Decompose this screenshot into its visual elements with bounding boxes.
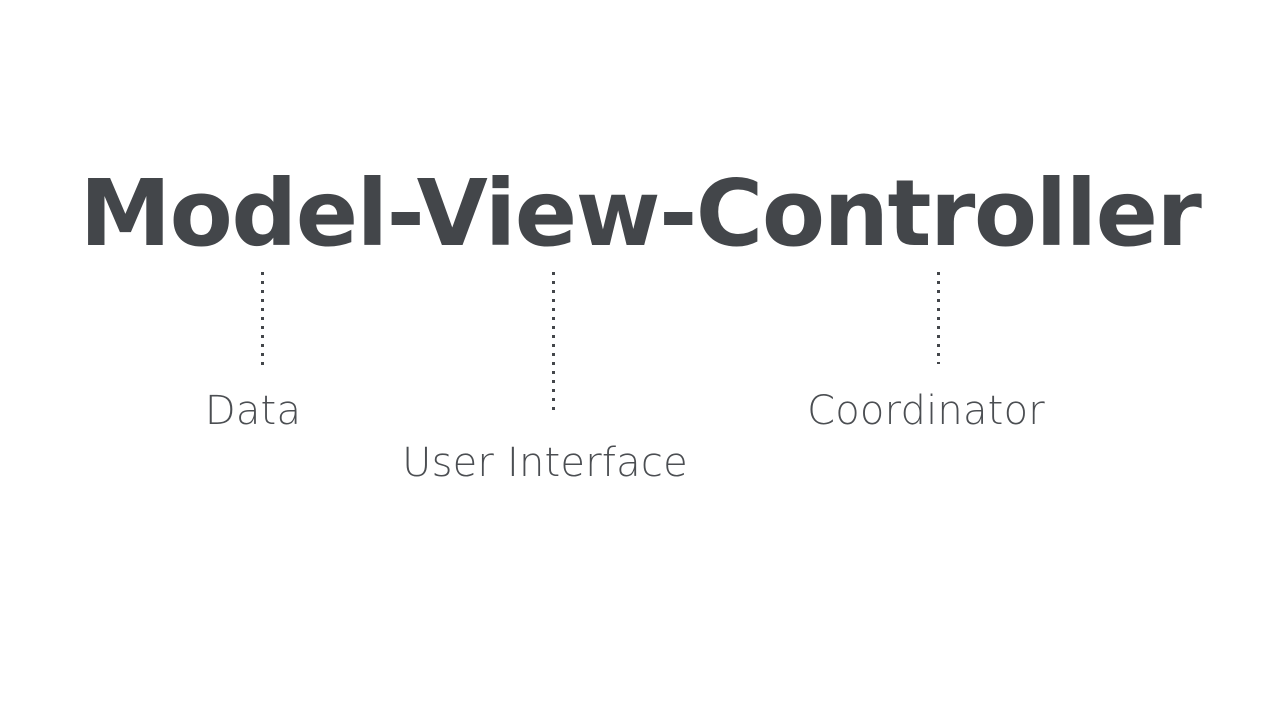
page-title: Model-View-Controller [79, 160, 1202, 267]
annotation-label-coordinator: Coordinator [807, 388, 1045, 434]
leader-line-view [552, 272, 555, 416]
leader-line-controller [937, 272, 940, 364]
leader-line-model [261, 272, 264, 365]
annotation-label-data: Data [204, 388, 302, 434]
annotation-label-user-interface: User Interface [402, 440, 688, 486]
